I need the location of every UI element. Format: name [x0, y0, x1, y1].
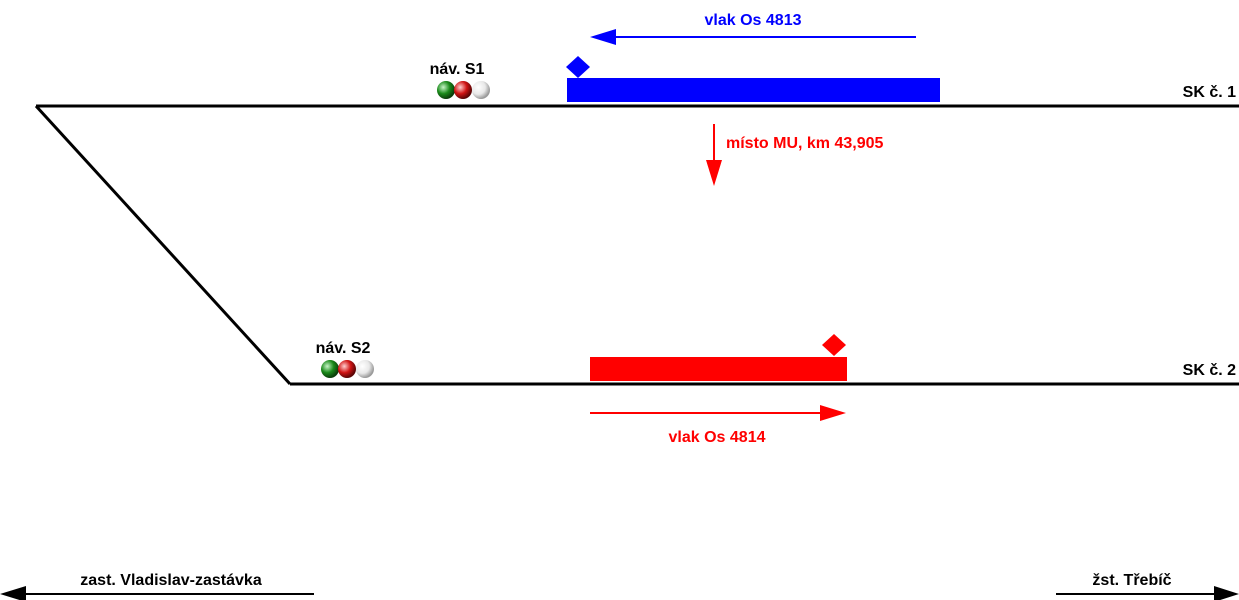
red-light-icon: [338, 360, 356, 378]
train-2-block: [590, 357, 847, 381]
signal-s1-label: náv. S1: [430, 61, 485, 78]
red-light-icon: [454, 81, 472, 99]
green-light-icon: [321, 360, 339, 378]
train-2-head-marker-icon: [822, 334, 846, 356]
white-light-icon: [356, 360, 374, 378]
train-2-label: vlak Os 4814: [669, 429, 766, 446]
signal-s2-label: náv. S2: [316, 340, 371, 357]
destination-right-arrow-icon: [1056, 586, 1239, 600]
white-light-icon: [472, 81, 490, 99]
train-2-direction-arrow: [590, 405, 846, 421]
signal-s2-lights: [321, 360, 374, 378]
track-connection-line: [34, 104, 292, 386]
green-light-icon: [437, 81, 455, 99]
signal-s1-lights: [437, 81, 490, 99]
train-1-direction-arrow: [590, 29, 916, 45]
incident-label: místo MU, km 43,905: [726, 135, 884, 152]
destination-left-arrow-icon: [0, 586, 314, 600]
train-1-label: vlak Os 4813: [705, 12, 802, 29]
incident-arrow: [706, 124, 722, 186]
track-1-label: SK č. 1: [1183, 84, 1236, 101]
track-2-label: SK č. 2: [1183, 362, 1236, 379]
train-1-head-marker-icon: [566, 56, 590, 78]
destination-right-label: žst. Třebíč: [1092, 572, 1171, 589]
destination-left-label: zast. Vladislav-zastávka: [80, 572, 262, 589]
train-1-block: [567, 78, 940, 102]
